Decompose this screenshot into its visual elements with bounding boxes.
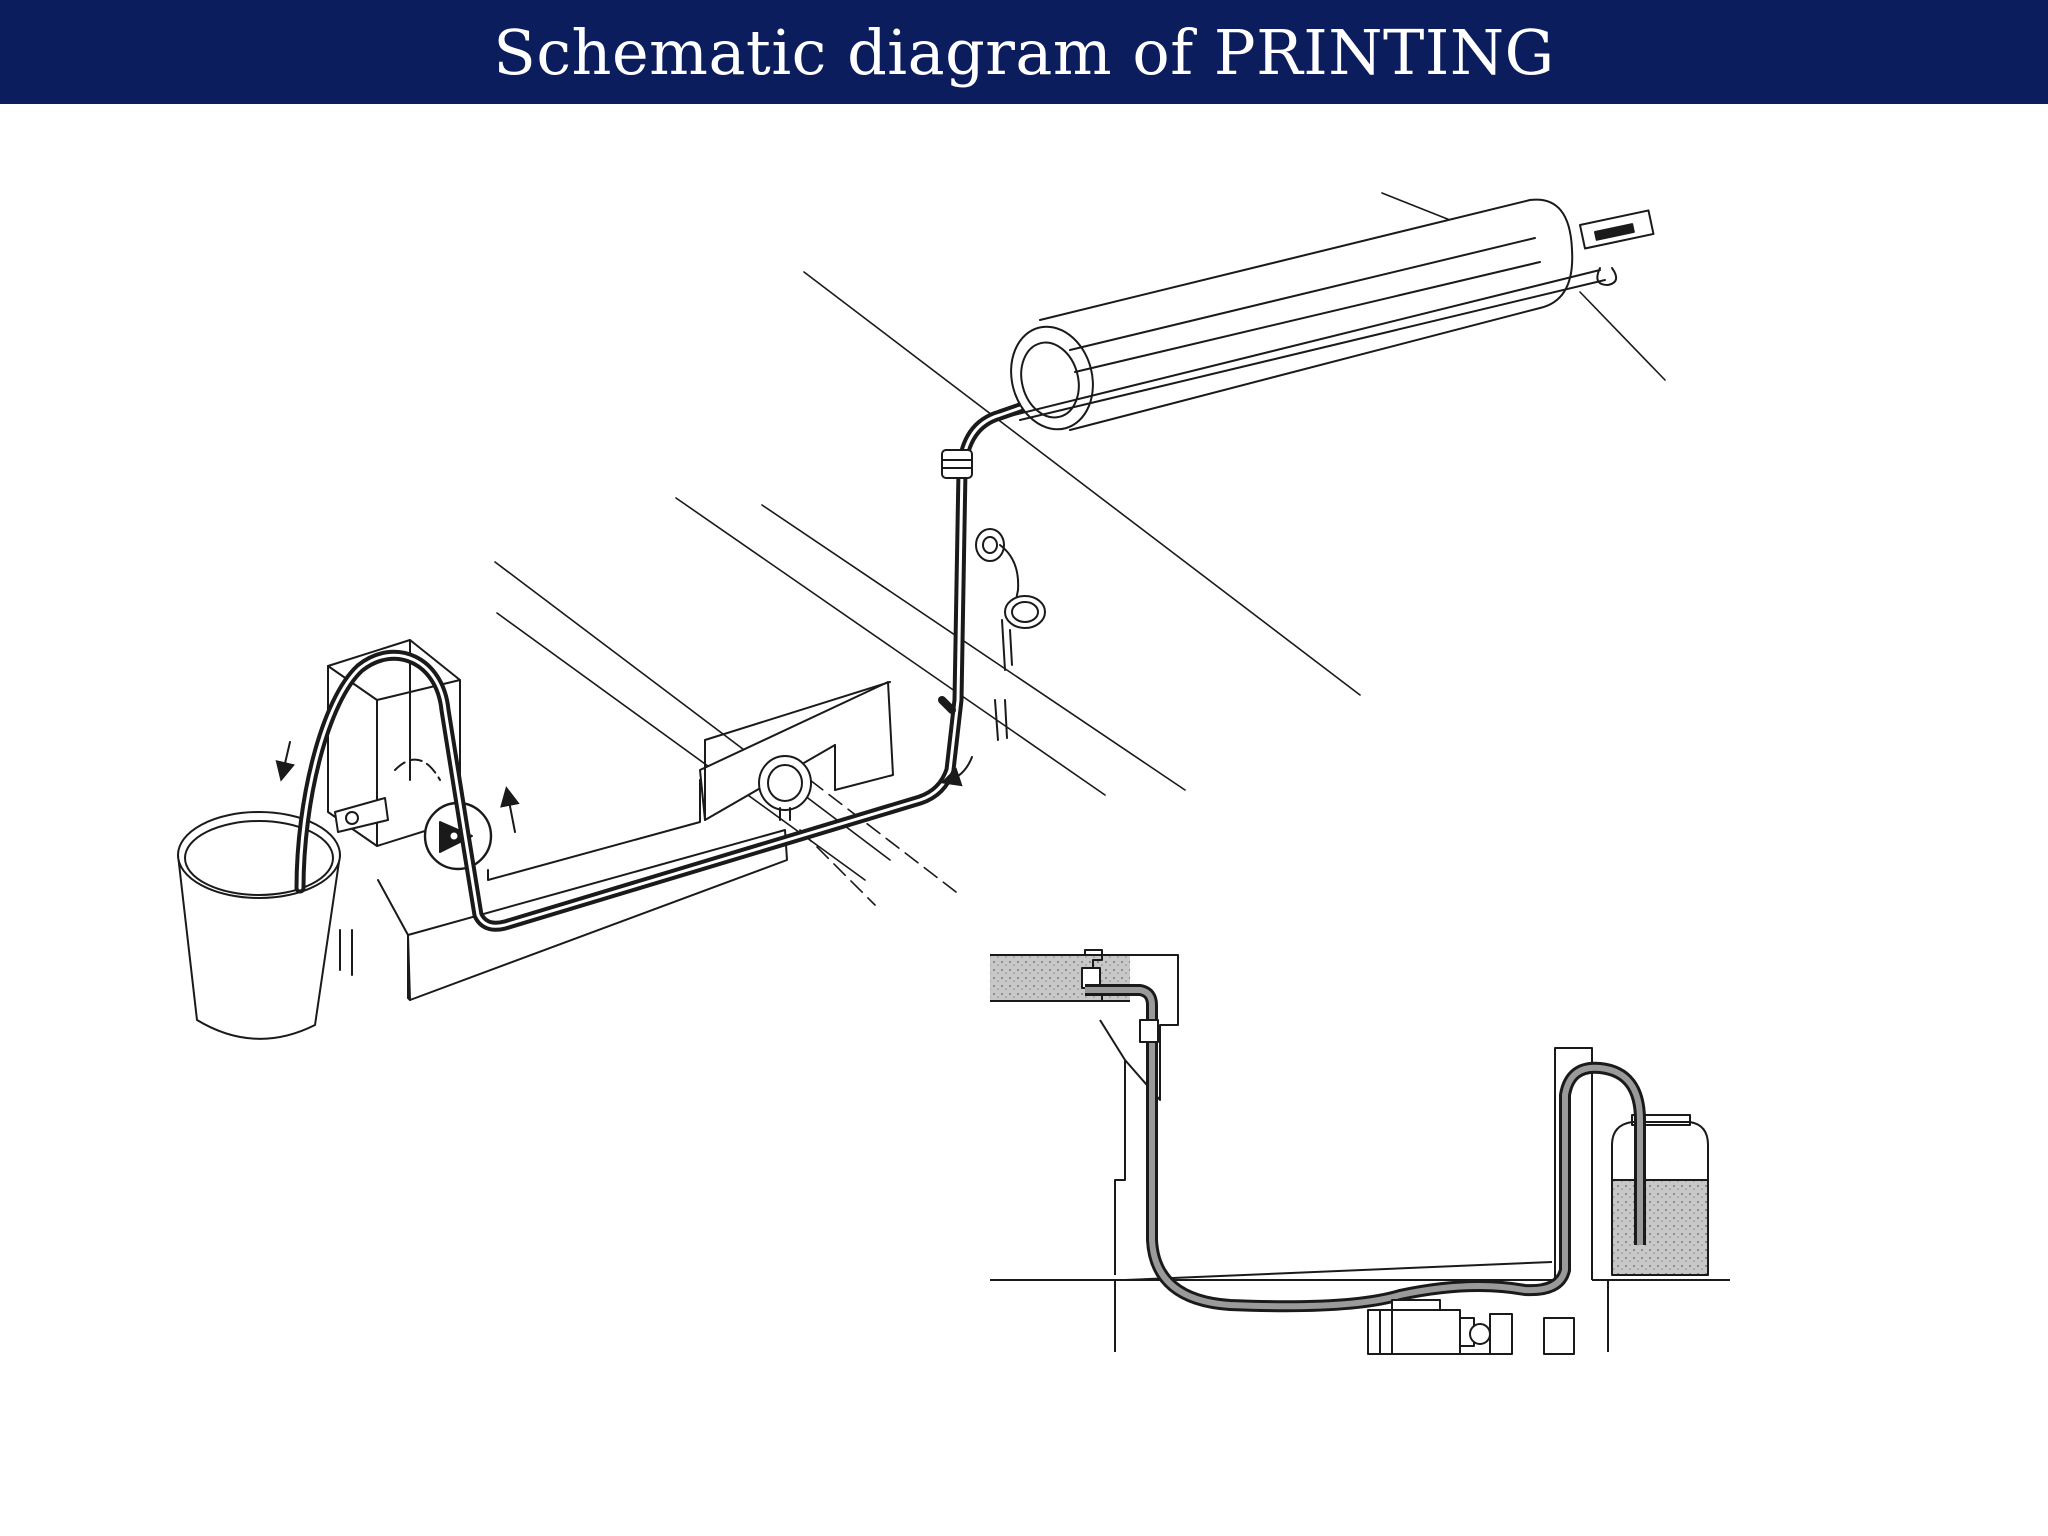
- title-bar: Schematic diagram of PRINTING: [0, 0, 2048, 104]
- ink-bucket: [177, 811, 341, 1040]
- motor-pump: [1367, 1299, 1575, 1355]
- inking-roller: [1009, 198, 1655, 431]
- ink-reservoir-tank: [1611, 1114, 1709, 1276]
- section-hose: [1085, 984, 1646, 1313]
- frame-lines: [494, 192, 1666, 906]
- flow-arrows: [275, 741, 973, 833]
- printing-schematic-diagram: [177, 192, 1730, 1355]
- machine-frame-section: [990, 949, 1730, 1352]
- perspective-view: [177, 192, 1666, 1040]
- hand-crank: [975, 528, 1046, 741]
- delivery-hose: [294, 402, 1026, 932]
- pump-housing: [327, 639, 461, 976]
- slide-title: Schematic diagram of PRINTING: [493, 15, 1555, 89]
- section-view: [990, 949, 1730, 1355]
